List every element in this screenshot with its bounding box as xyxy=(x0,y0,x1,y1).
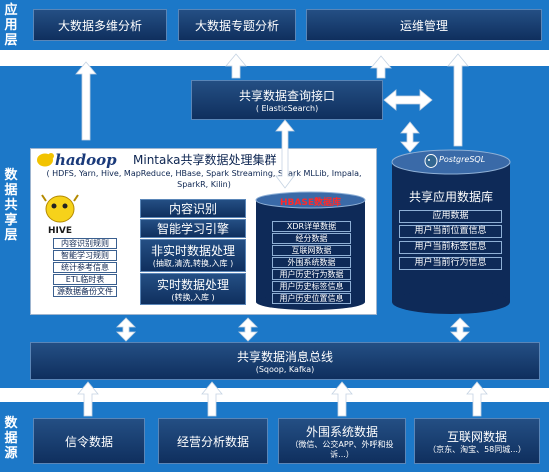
source-internet: 互联网数据 （京东、淘宝、58同城...） xyxy=(414,418,540,464)
hbase-item: 互联网数据 xyxy=(272,245,351,256)
arrow-up-icon xyxy=(75,61,97,141)
app-db-item: 用户当前标签信息 xyxy=(399,241,502,254)
query-interface-box: 共享数据查询接口 ( ElasticSearch) xyxy=(191,80,383,120)
app-box-ops-label: 运维管理 xyxy=(399,18,448,33)
hbase-item: 外围系统数据 xyxy=(272,257,351,268)
hbase-item: 用户历史位置信息 xyxy=(272,293,351,304)
arrow-up-icon xyxy=(447,53,469,147)
process-realtime-label: 实时数据处理 xyxy=(156,277,229,292)
hbase-label: HBASE数据库 xyxy=(280,198,341,208)
arrow-double-horizontal-icon xyxy=(383,89,433,111)
source-external-systems-sub: （微信、公交APP、外呼和投诉...） xyxy=(290,439,394,459)
app-box-topic-label: 大数据专题分析 xyxy=(194,18,279,33)
postgresql-logo-text: PostgreSQL xyxy=(439,155,486,164)
arrow-double-vertical-icon xyxy=(450,317,470,342)
hive-logo-icon xyxy=(40,193,80,235)
process-content-recognition-label: 内容识别 xyxy=(168,202,217,216)
hadoop-logo-icon: hadoop xyxy=(36,151,128,169)
layer-label-source: 数 据 源 xyxy=(0,410,22,466)
app-db-item: 用户当前位置信息 xyxy=(399,225,502,238)
app-box-multidim: 大数据多维分析 xyxy=(33,9,167,41)
source-business-analysis-label: 经营分析数据 xyxy=(176,434,249,449)
message-bus-title: 共享数据消息总线 xyxy=(236,349,333,364)
source-signaling-label: 信令数据 xyxy=(64,434,113,449)
app-box-ops: 运维管理 xyxy=(306,9,542,41)
process-batch-sub: (抽取,清洗,转换,入库 ) xyxy=(152,259,234,268)
process-learning-engine: 智能学习引擎 xyxy=(140,219,246,238)
layer-label-app-text: 应 用 层 xyxy=(4,2,18,48)
app-box-multidim-label: 大数据多维分析 xyxy=(57,18,142,33)
layer-label-source-text: 数 据 源 xyxy=(4,415,18,461)
app-db-title: 共享应用数据库 xyxy=(408,190,493,204)
source-internet-label: 互联网数据 xyxy=(446,429,507,444)
arrow-double-vertical-icon xyxy=(116,317,136,342)
arrow-up-icon xyxy=(331,381,353,417)
arrow-double-vertical-icon xyxy=(238,317,258,342)
source-signaling: 信令数据 xyxy=(33,418,145,464)
arrow-up-icon xyxy=(225,53,247,79)
process-batch: 非实时数据处理 (抽取,清洗,转换,入库 ) xyxy=(140,239,246,272)
arrow-double-vertical-icon xyxy=(275,119,295,189)
process-realtime: 实时数据处理 (转换,入库 ) xyxy=(140,273,246,305)
message-bus-sub: (Sqoop, Kafka) xyxy=(255,364,315,374)
hive-label: HIVE xyxy=(48,226,72,236)
hive-item: 智能学习规则 xyxy=(53,250,117,261)
message-bus-box: 共享数据消息总线 (Sqoop, Kafka) xyxy=(30,342,540,380)
layer-label-app: 应 用 层 xyxy=(0,0,22,50)
hbase-item: 用户历史行为数据 xyxy=(272,269,351,280)
process-learning-engine-label: 智能学习引擎 xyxy=(156,222,229,236)
process-realtime-sub: (转换,入库 ) xyxy=(171,292,215,302)
source-external-systems: 外围系统数据 （微信、公交APP、外呼和投诉...） xyxy=(278,418,406,464)
arrow-up-icon xyxy=(77,381,99,417)
hbase-item: 用户历史标签信息 xyxy=(272,281,351,292)
app-db-item: 用户当前行为信息 xyxy=(399,257,502,270)
hive-item: 统计参考信息 xyxy=(53,262,117,273)
source-business-analysis: 经营分析数据 xyxy=(158,418,268,464)
query-interface-sub: ( ElasticSearch) xyxy=(255,103,319,113)
hive-item: 源数据备份文件 xyxy=(53,286,117,297)
source-internet-sub: （京东、淘宝、58同城...） xyxy=(428,444,526,454)
postgresql-logo-icon xyxy=(424,153,438,168)
svg-text:hadoop: hadoop xyxy=(55,151,117,168)
arrow-double-vertical-icon xyxy=(400,121,420,153)
arrow-up-icon xyxy=(201,381,223,417)
process-batch-label: 非实时数据处理 xyxy=(150,244,235,258)
source-external-systems-label: 外围系统数据 xyxy=(305,424,378,439)
hbase-item: 经分数据 xyxy=(272,233,351,244)
hive-item: ETL临时表 xyxy=(53,274,117,285)
query-interface-title: 共享数据查询接口 xyxy=(238,88,335,103)
layer-label-shared: 数 据 共 享 层 xyxy=(0,150,22,260)
app-db-item: 应用数据 xyxy=(399,210,502,223)
arrow-up-icon xyxy=(466,381,488,417)
hbase-item: XDR详单数据 xyxy=(272,221,351,232)
app-box-topic: 大数据专题分析 xyxy=(178,9,296,41)
hadoop-title: Mintaka共享数据处理集群 xyxy=(133,153,277,167)
process-content-recognition: 内容识别 xyxy=(140,199,246,218)
layer-label-shared-text: 数 据 共 享 层 xyxy=(4,167,18,243)
hive-item: 内容识别规则 xyxy=(53,238,117,249)
arrow-up-icon xyxy=(370,55,392,79)
hadoop-sub: ( HDFS, Yarn, Hive, MapReduce, HBase, Sp… xyxy=(46,169,362,189)
